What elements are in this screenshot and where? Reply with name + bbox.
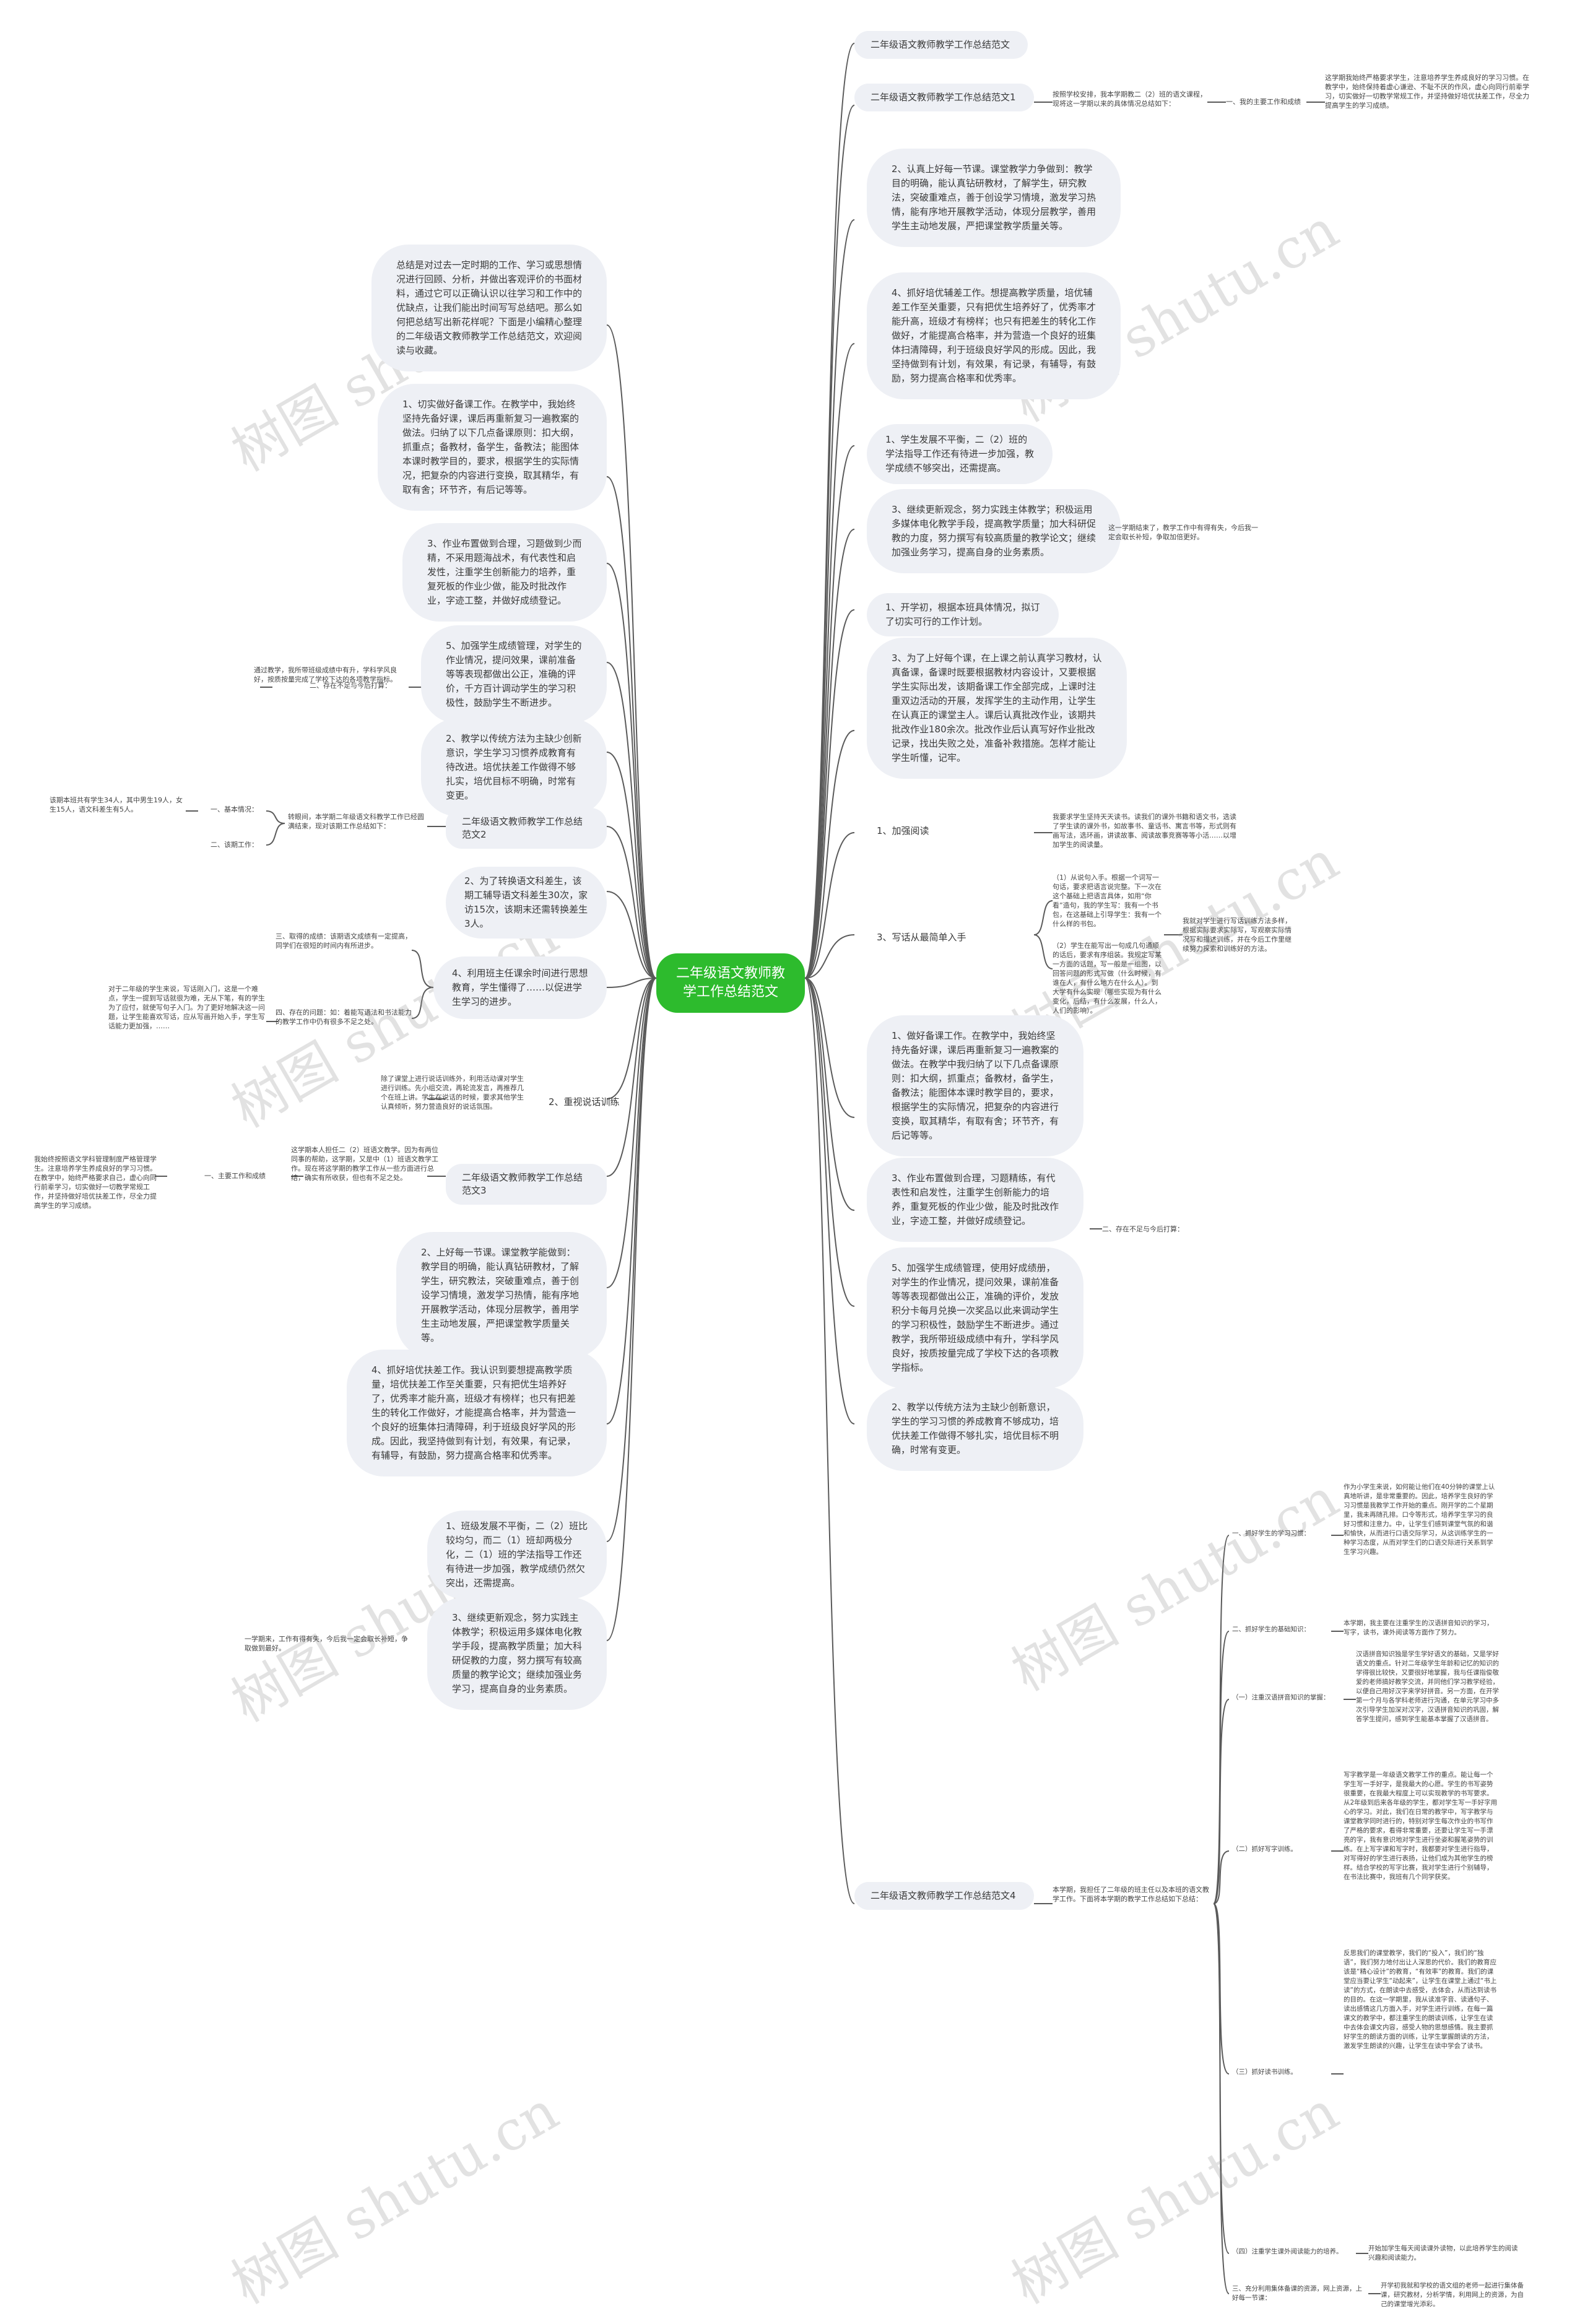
text-node: 我就对学生进行写话训练方法多样，根据实际要求实际写，写观察实际情况写和描述训练，… xyxy=(1183,917,1292,953)
topic-node[interactable]: 二年级语文教师教学工作总结范文2 xyxy=(446,808,607,849)
topic-node[interactable]: 1、做好备课工作。在教学中，我始终坚持先备好课，课后再重新复习一遍教案的做法。在… xyxy=(867,1015,1083,1156)
text-node: 转眼间，本学期二年级语文科教学工作已经圆满结束，现对该期工作总结如下： xyxy=(288,813,424,830)
text-node: 该期本班共有学生34人，其中男生19人，女生15人，语文科差生有5人。 xyxy=(50,796,183,813)
text-node: 我要求学生坚持天天读书。读我们的课外书籍和语文书，选读了学生读的课外书，如故事书… xyxy=(1053,813,1236,849)
text-node: （四）注重学生课外阅读能力的培养。 xyxy=(1232,2248,1343,2255)
text-node: 我始终按照语文学科管理制度严格管理学生。注意培养学生养成良好的学习习惯。在教学中… xyxy=(34,1155,157,1210)
topic-node[interactable]: 2、为了转换语文科差生，该期工辅导语文科差生30次，家访15次，该期末还需转换差… xyxy=(446,867,607,939)
topic-node[interactable]: 4、抓好培优扶差工作。我认识到要想提高教学质量，培优扶差工作至关重要，只有把优生… xyxy=(347,1350,607,1476)
topic-node[interactable]: 3、继续更新观念，努力实践主体教学；积极运用多媒体电化教学手段，提高教学质量；加… xyxy=(427,1597,607,1710)
topic-node[interactable]: 2、重视说话训练 xyxy=(549,1096,620,1108)
text-node: 一、我的主要工作和成绩 xyxy=(1226,98,1301,106)
text-node: （三）抓好读书训练。 xyxy=(1232,2068,1297,2076)
topic-node[interactable]: 总结是对过去一定时期的工作、学习或思想情况进行回顾、分析，并做出客观评价的书面材… xyxy=(371,245,607,371)
topic-node[interactable]: 3、写话从最简单入手 xyxy=(877,932,966,943)
text-node: 这一学期结束了，教学工作中有得有失，今后我一定会取长补短，争取加倍更好。 xyxy=(1108,524,1258,541)
text-node: 二、该期工作： xyxy=(211,841,258,849)
text-node: 本学期，我担任了二年级的班主任以及本班的语文教学工作。下面将本学期的教学工作总结… xyxy=(1053,1886,1209,1903)
text-node: 按照学校安排，我本学期教二（2）班的语文课程，现将这一学期以来的具体情况总结如下… xyxy=(1053,90,1207,108)
text-node: 这学期本人担任二（2）班语文教学。因为有两位同事的帮助，这学期，又是中（1）班语… xyxy=(291,1146,438,1182)
topic-node[interactable]: 二年级语文教师教学工作总结范文1 xyxy=(854,84,1034,111)
topic-node[interactable]: 二年级语文教师教学工作总结范文4 xyxy=(854,1882,1034,1910)
topic-node[interactable]: 1、切实做好备课工作。在教学中，我始终坚持先备好课，课后再重新复习一遍教案的做法… xyxy=(378,384,607,511)
topic-node[interactable]: 2、教学以传统方法为主缺少创新意识，学生的学习习惯的养成教育不够成功，培优扶差工… xyxy=(867,1387,1083,1471)
text-node: 一学期来，工作有得有失，今后我一定会取长补短，争取做到最好。 xyxy=(245,1635,408,1652)
text-node: 二、存在不足与今后打算： xyxy=(1102,1225,1184,1233)
text-node: 本学期，我主要在注重学生的汉语拼音知识的学习，写字，读书，课外阅读等方面作了努力… xyxy=(1344,1619,1493,1636)
topic-node[interactable]: 2、上好每一节课。课堂教学能做到：教学目的明确，能认真钻研教材，了解学生，研究教… xyxy=(396,1232,607,1359)
text-node: 反思我们的课堂教学，我们的“投入”，我们的“独语”，我们努力地付出让人深思的代价… xyxy=(1344,1949,1497,2050)
text-node: 作为小学生来说，如何能让他们在40分钟的课堂上认真地听讲，是非常重要的。因此，培… xyxy=(1344,1483,1495,1556)
topic-node[interactable]: 1、加强阅读 xyxy=(877,825,929,836)
topic-node[interactable]: 4、抓好培优辅差工作。想提高教学质量，培优辅差工作至关重要，只有把优生培养好了，… xyxy=(867,272,1121,399)
topic-node[interactable]: 3、作业布置做到合理，习题精练，有代表性和启发性，注重学生创新能力的培养，重复死… xyxy=(867,1158,1083,1242)
text-node: 二、抓好学生的基础知识： xyxy=(1232,1626,1310,1633)
text-node: （1）从说句入手。根据一个词写一句话，要求把语言说完整。下一次在这个基础上把语言… xyxy=(1053,874,1162,928)
text-node: 通过教学，我所带班级成绩中有升，学科学风良好，按质按量完成了学校下达的各项教学指… xyxy=(254,666,397,683)
text-node: （2）学生在能写出一句成几句通顺的话后，要求有序组装。我规定写某一方面的话题，写… xyxy=(1053,942,1162,1015)
text-node: 一、基本情况： xyxy=(211,805,258,813)
topic-node[interactable]: 1、开学初，根据本班具体情况，拟订了切实可行的工作计划。 xyxy=(867,593,1059,636)
text-node: 三、充分利用集体备课的资源，网上资源，上好每一节课： xyxy=(1232,2285,1362,2302)
topic-node[interactable]: 1、班级发展不平衡，二（2）班比较均匀，而二（1）班却两极分化，二（1）班的学法… xyxy=(427,1511,607,1599)
topic-node[interactable]: 2、认真上好每一节课。课堂教学力争做到：教学目的明确，能认真钻研教材，了解学生，… xyxy=(867,149,1121,247)
root-topic[interactable]: 二年级语文教师教学工作总结范文 xyxy=(656,953,805,1013)
topic-node[interactable]: 二年级语文教师教学工作总结范文 xyxy=(854,31,1028,59)
topic-node[interactable]: 5、加强学生成绩管理，使用好成绩册，对学生的作业情况，提问效果，课前准备等等表现… xyxy=(867,1247,1083,1389)
text-node: 汉语拼音知识独是学生学好语文的基础，又是学好语文的重点。针对二年级学生年龄和记忆… xyxy=(1356,1650,1499,1723)
topic-node[interactable]: 5、加强学生成绩管理，对学生的作业情况，提问效果，课前准备等等表现都做出公正，准… xyxy=(421,625,607,724)
text-node: 三、取得的成绩：该期语文成绩有一定提高，同学们在很短的时间内有所进步。 xyxy=(276,932,412,950)
text-node: 这学期我始终严格要求学生，注意培养学生养成良好的学习习惯。在教学中，始终保持着虚… xyxy=(1325,74,1529,110)
text-node: 开始加学生每天阅读课外读物，以此培养学生的阅读兴趣和阅读能力。 xyxy=(1368,2245,1518,2261)
text-node: 除了课堂上进行说话训练外，利用活动课对学生进行训练。先小组交流，再轮流发言，再推… xyxy=(381,1075,524,1111)
text-node: 写字教学是一年级语文教学工作的重点。能让每一个学生写一手好字，是我最大的心愿。学… xyxy=(1344,1771,1498,1881)
topic-node[interactable]: 4、利用班主任课余时间进行思想教育，学生懂得了……以促进学生学习的进步。 xyxy=(433,956,607,1019)
topic-node[interactable]: 3、为了上好每个课，在上课之前认真学习教材，认真备课，备课时既要根据教材内容设计… xyxy=(867,638,1127,779)
text-node: 对于二年级的学生来说，写话刚入门，这是一个难点，学生一提到写话就很为难，无从下笔… xyxy=(108,985,265,1030)
topic-node[interactable]: 二年级语文教师教学工作总结范文3 xyxy=(446,1164,607,1205)
text-node: 开学初我就和学校的语文组的老师一起进行集体备课，研究教材，分析学情，利用网上的资… xyxy=(1381,2282,1524,2308)
topic-node[interactable]: 2、教学以传统方法为主缺少创新意识，学生学习习惯养成教育有待改进。培优扶差工作做… xyxy=(421,718,607,817)
text-node: 一、抓好学生的学习习惯： xyxy=(1232,1530,1310,1537)
text-node: （二）抓好写字训练。 xyxy=(1232,1845,1297,1853)
topic-node[interactable]: 1、学生发展不平衡，二（2）班的学法指导工作还有待进一步加强，教学成绩不够突出，… xyxy=(867,424,1053,484)
text-node: 四、存在的问题：如：着能写语法和书法能力的教学工作中仍有很多不足之处。 xyxy=(276,1008,412,1026)
topic-node[interactable]: 3、作业布置做到合理，习题做到少而精，不采用题海战术，有代表性和启发性，注重学生… xyxy=(402,523,607,622)
text-node: （一）注重汉语拼音知识的掌握： xyxy=(1232,1694,1330,1701)
text-node: 一、主要工作和成绩 xyxy=(204,1172,266,1180)
text-node: 二、存在不足与今后打算： xyxy=(310,682,391,690)
topic-node[interactable]: 3、继续更新观念，努力实践主体教学；积极运用多媒体电化教学手段，提高教学质量；加… xyxy=(867,489,1121,573)
